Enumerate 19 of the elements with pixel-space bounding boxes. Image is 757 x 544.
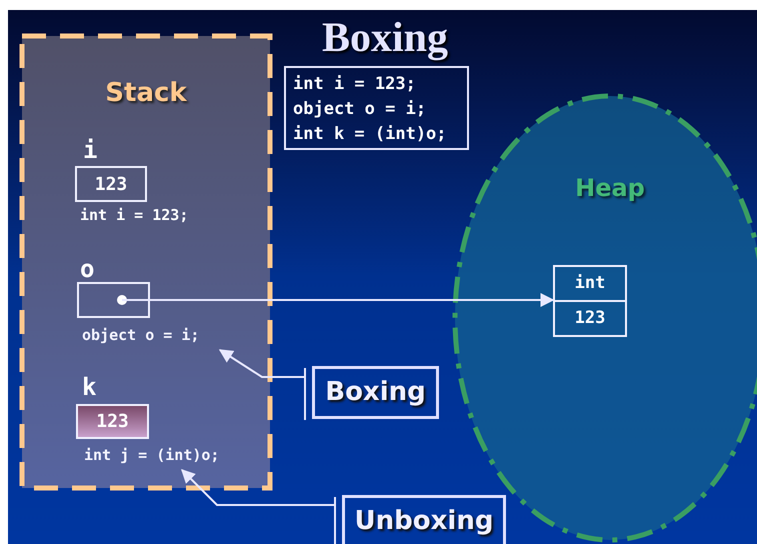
variable-name: i (83, 135, 98, 166)
stack-heading: Stack (105, 77, 187, 110)
code-caption: object o = i; (82, 322, 262, 348)
heap-heading: Heap (575, 173, 645, 204)
variable-name: o (80, 254, 94, 285)
code-caption: int i = 123; (80, 205, 188, 226)
callout-box: Unboxing (342, 495, 506, 544)
reference-box (77, 282, 150, 318)
object-field: 123 (555, 300, 625, 335)
code-box: int i = 123; object o = i; int k = (int)o; (284, 66, 469, 150)
heap-object (553, 265, 627, 337)
code-caption: int j = (int)o; (84, 442, 266, 468)
value-box: 123 (76, 404, 149, 439)
stack-panel (22, 36, 270, 488)
title: Boxing (320, 14, 450, 63)
value-box: 123 (75, 166, 147, 202)
variable-name: k (82, 372, 96, 403)
object-field: int (555, 267, 625, 300)
callout-box: Boxing (312, 366, 439, 419)
